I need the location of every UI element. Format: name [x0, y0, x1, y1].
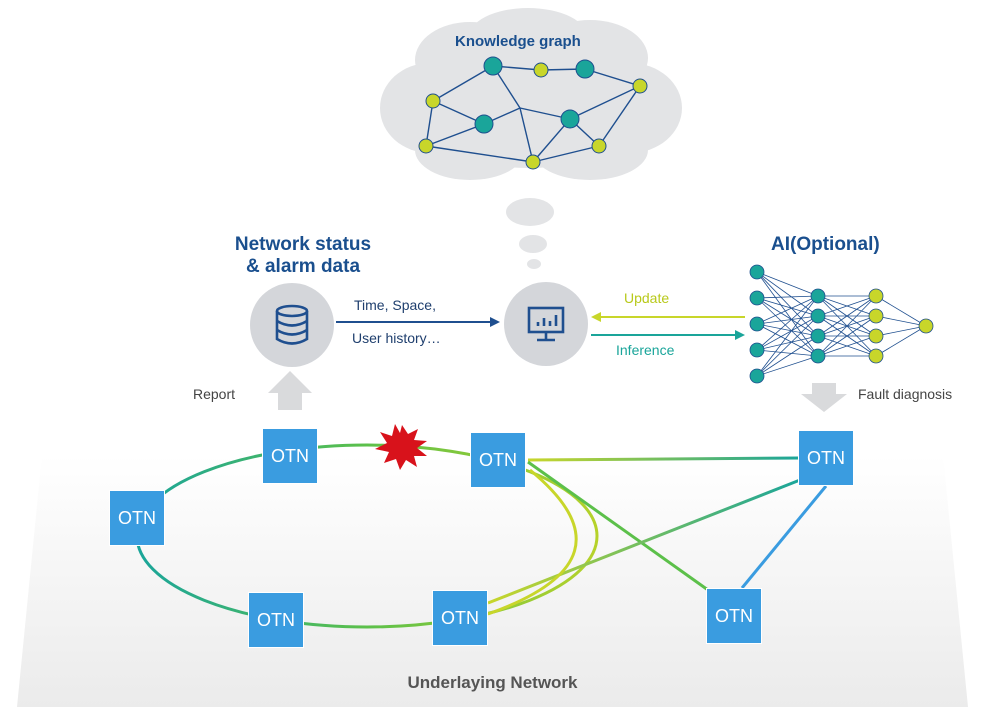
report-arrow: [268, 371, 312, 410]
neural-network-edges: [756, 271, 927, 377]
otn-mesh-links: [487, 456, 828, 622]
otn-node: OTN: [798, 430, 854, 486]
nn-node: [749, 264, 765, 280]
nn-node: [868, 308, 884, 324]
report-label: Report: [193, 386, 236, 402]
network-status-title-line1: Network status: [234, 234, 372, 255]
kg-node: [560, 109, 580, 129]
database-icon: [275, 304, 309, 345]
monitor-icon: [527, 306, 565, 342]
kg-node: [418, 138, 434, 154]
nn-node: [810, 308, 826, 324]
network-title: Underlaying Network: [407, 673, 578, 692]
database-circle: [250, 283, 334, 367]
network-status-title: Network status & alarm data: [208, 234, 398, 278]
monitor-circle: [504, 282, 588, 366]
alarm-burst: [375, 424, 427, 470]
nn-node: [868, 288, 884, 304]
update-arrow: [591, 312, 745, 322]
knowledge-graph-nodes: [418, 56, 648, 170]
otn-node: OTN: [262, 428, 318, 484]
otn-node: OTN: [706, 588, 762, 644]
knowledge-graph-title: Knowledge graph: [455, 33, 581, 50]
otn-node: OTN: [248, 592, 304, 648]
inference-arrow: [591, 330, 745, 340]
network-status-title-line2: & alarm data: [245, 256, 361, 277]
context-label-line1: Time, Space,: [354, 297, 436, 313]
context-arrow: [336, 317, 500, 327]
kg-node: [591, 138, 607, 154]
nn-node: [868, 328, 884, 344]
fault-diagnosis-label: Fault diagnosis: [858, 386, 953, 402]
neural-network-nodes: [749, 264, 934, 384]
kg-node: [632, 78, 648, 94]
nn-node: [810, 348, 826, 364]
nn-node: [749, 316, 765, 332]
thought-cloud: [380, 8, 682, 269]
nn-node: [749, 368, 765, 384]
otn-node: OTN: [109, 490, 165, 546]
nn-node: [918, 318, 934, 334]
update-label: Update: [624, 290, 670, 306]
ai-title: AI(Optional): [771, 234, 880, 255]
kg-node: [575, 59, 595, 79]
kg-node: [525, 154, 541, 170]
context-label-line2: User history…: [352, 330, 441, 346]
kg-node: [474, 114, 494, 134]
kg-node: [533, 62, 549, 78]
nn-node: [749, 342, 765, 358]
nn-node: [749, 290, 765, 306]
kg-node: [483, 56, 503, 76]
otn-node: OTN: [432, 590, 488, 646]
nn-node: [810, 328, 826, 344]
otn-node: OTN: [470, 432, 526, 488]
nn-node: [868, 348, 884, 364]
inference-label: Inference: [616, 342, 675, 358]
fault-arrow: [801, 383, 847, 412]
nn-node: [810, 288, 826, 304]
kg-node: [425, 93, 441, 109]
